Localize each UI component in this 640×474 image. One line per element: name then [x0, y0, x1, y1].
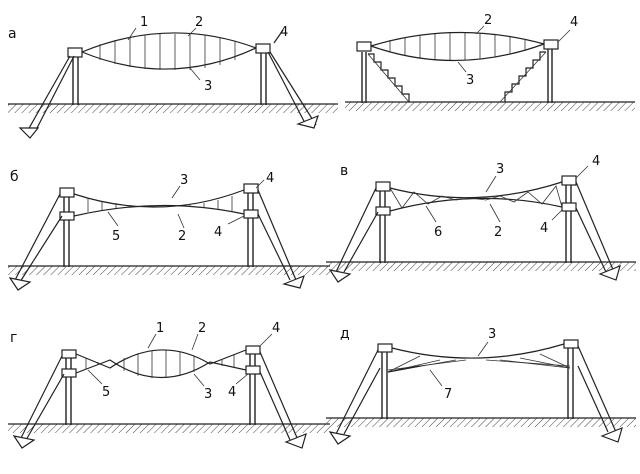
guy-cable-right	[577, 345, 617, 433]
mast-head-right	[563, 339, 579, 349]
guy-cable-left	[19, 355, 63, 441]
panel-label: б	[10, 169, 19, 185]
hangers	[87, 196, 233, 212]
stabilizing-cable	[370, 43, 545, 62]
label-4-upper: 4	[272, 321, 280, 336]
anchor-left	[12, 435, 36, 449]
label-1: 1	[140, 15, 148, 30]
ground-hatch	[8, 424, 330, 433]
hangers	[389, 33, 526, 60]
mast-head-right-upper	[243, 183, 259, 194]
label-7: 7	[444, 387, 452, 402]
label-2: 2	[494, 225, 502, 240]
carrying-cable	[370, 31, 545, 47]
label-4-lower: 4	[540, 221, 548, 236]
guy-cable-left	[27, 55, 71, 131]
stabilizing-cable	[73, 204, 245, 217]
carrying-cable	[389, 181, 563, 199]
ground-hatch	[8, 266, 330, 275]
label-3: 3	[204, 79, 212, 94]
label-4-lower: 4	[228, 385, 236, 400]
anchor-right	[598, 264, 621, 281]
anchor-right	[284, 432, 307, 449]
label-4-upper: 4	[592, 154, 600, 169]
panel-v: в 3 4 6 2 4	[326, 154, 636, 283]
label-2: 2	[198, 321, 206, 336]
label-6: 6	[434, 225, 442, 240]
mast-head-left	[67, 47, 83, 58]
label-3: 3	[180, 173, 188, 188]
panel-d: д 3 7	[326, 326, 636, 445]
hangers	[99, 34, 236, 70]
stands-right	[504, 51, 546, 102]
guy-cable-right	[267, 51, 307, 126]
label-4-lower: 4	[214, 225, 222, 240]
panel-g: г 1 2 4 5	[8, 321, 330, 449]
mast-head-left-lower	[375, 206, 391, 216]
ground-hatch	[345, 102, 635, 111]
support-head-right	[543, 39, 559, 50]
guy-cable-left	[335, 187, 377, 273]
label-3: 3	[466, 73, 474, 88]
panel-a: а 1 2 3 4	[8, 15, 338, 139]
anchor-right	[282, 274, 305, 289]
label-3: 3	[488, 327, 496, 342]
mast-head-right-lower	[243, 209, 259, 219]
anchor-left	[328, 431, 352, 445]
mast-head-right-lower	[561, 202, 577, 212]
label-2: 2	[195, 15, 203, 30]
panel-label: а	[8, 26, 17, 42]
support-head-left	[356, 41, 372, 52]
mast-head-right	[255, 43, 271, 54]
mast-head-right-upper	[561, 175, 577, 186]
label-4-upper: 4	[266, 171, 274, 186]
label-5: 5	[102, 385, 110, 400]
label-1: 1	[156, 321, 164, 336]
mast-head-left-lower	[61, 368, 77, 378]
anchor-left	[328, 269, 352, 283]
label-5: 5	[112, 229, 120, 244]
carrying-cable	[73, 189, 245, 208]
label-2: 2	[178, 229, 186, 244]
mast-head-right-lower	[245, 365, 261, 375]
label-4: 4	[280, 25, 288, 40]
carrying-cable	[75, 349, 247, 369]
guy-cable-right	[259, 351, 299, 441]
label-3: 3	[204, 387, 212, 402]
stabilizing-cable	[81, 47, 257, 70]
carrying-cable	[81, 32, 257, 53]
panel-b: б 3 4 5 2 4	[8, 169, 330, 291]
mast-head-left-lower	[59, 211, 75, 221]
anchor-right	[600, 426, 623, 443]
guy-cable-right	[575, 181, 615, 273]
ground-hatch	[326, 262, 636, 271]
mast-head-left-upper	[375, 181, 391, 192]
panel-label: д	[340, 326, 350, 342]
panel-label: в	[340, 163, 348, 179]
mast-head-left	[377, 343, 393, 353]
guy-cable-left	[13, 193, 61, 283]
main-cable	[391, 343, 565, 359]
stabilizing-cable	[389, 197, 563, 212]
radial-stays	[387, 353, 571, 373]
hangers	[85, 350, 235, 378]
label-2: 2	[484, 13, 492, 28]
stabilizing-cable	[75, 359, 247, 379]
panel-a2: 2 3 4	[345, 13, 635, 111]
anchor-left	[18, 127, 40, 139]
anchor-left	[8, 277, 32, 291]
mast-head-right-upper	[245, 345, 261, 355]
lattice-web	[389, 185, 563, 209]
anchor-right	[296, 114, 319, 129]
panel-label: г	[10, 330, 17, 346]
mast-head-left-upper	[59, 187, 75, 198]
ground-hatch	[8, 104, 338, 113]
ground-hatch	[326, 418, 636, 427]
label-4: 4	[570, 15, 578, 30]
guy-cable-left	[335, 349, 379, 435]
label-3: 3	[496, 162, 504, 177]
mast-head-left-upper	[61, 349, 77, 359]
guy-cable-right	[257, 189, 297, 281]
